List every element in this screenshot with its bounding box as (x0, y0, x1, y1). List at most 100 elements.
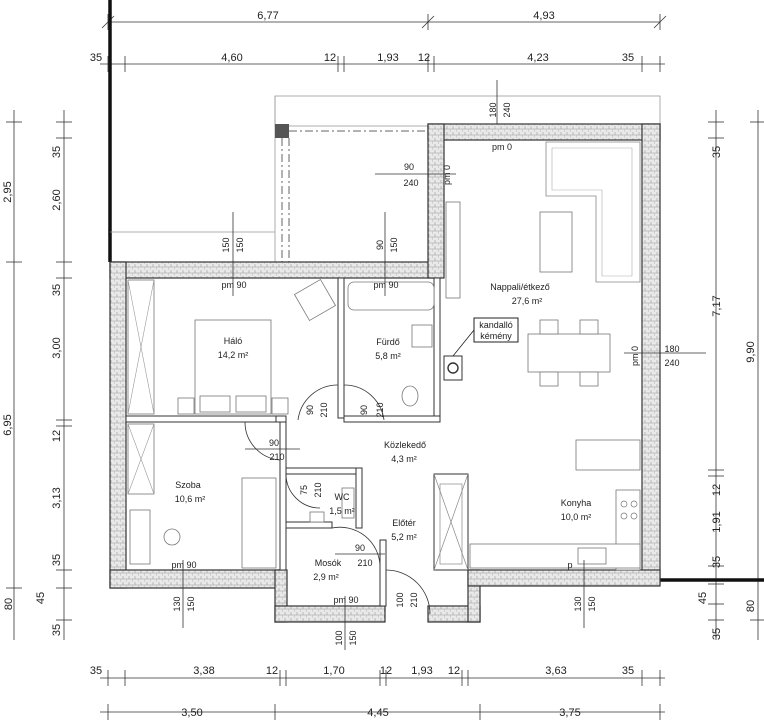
w-halo-w: 150 (221, 237, 231, 252)
w-furdo-pm: pm 90 (373, 280, 398, 290)
doors (244, 384, 431, 615)
w-furdo-w: 90 (375, 240, 385, 250)
dim-bottom-outer-1: 3,50 (181, 707, 202, 719)
w-konyha-h: 150 (587, 596, 597, 611)
dim-right-inner-7: 35 (711, 628, 723, 640)
dim-left-inner-2: 2,60 (51, 189, 63, 210)
w-door-h: 240 (403, 178, 418, 188)
dim-top-inner-7: 35 (622, 52, 634, 64)
room-halo-area: 14,2 m² (218, 350, 249, 360)
room-halo-name: Háló (224, 336, 243, 346)
dim-top-inner-4: 1,93 (377, 52, 398, 64)
dim-top-outer-1: 6,77 (257, 10, 278, 22)
room-konyha-area: 10,0 m² (561, 512, 592, 522)
d-szoba-h: 210 (269, 452, 284, 462)
dim-left-inner-4: 3,00 (51, 337, 63, 358)
inner-walls (125, 277, 469, 607)
dim-left-inner-9: 45 (35, 592, 47, 604)
d-wc-h: 210 (313, 482, 323, 497)
room-mosok-area: 2,9 m² (313, 572, 339, 582)
chimney-label-2: kémény (480, 331, 512, 341)
dim-left-inner-3: 35 (51, 284, 63, 296)
room-szoba-area: 10,6 m² (175, 494, 206, 504)
w-halo-pm: pm 90 (221, 280, 246, 290)
outer-walls (109, 123, 661, 623)
w-szoba-h: 150 (186, 596, 196, 611)
room-szoba-name: Szoba (175, 480, 201, 490)
d-halo-w: 90 (305, 405, 315, 415)
room-mosok-name: Mosók (315, 558, 342, 568)
w-szoba-w: 130 (172, 596, 182, 611)
dim-bottom-inner-7: 12 (448, 665, 460, 677)
room-eloter-name: Előtér (392, 518, 416, 528)
w-top-h: 240 (502, 102, 512, 117)
w-right-pm: pm 0 (630, 346, 640, 366)
room-furdo-area: 5,8 m² (375, 351, 401, 361)
d-entry-w: 100 (395, 592, 405, 607)
d-mosok-w: 90 (355, 543, 365, 553)
dim-top-inner-2: 4,60 (221, 52, 242, 64)
room-kozlekedo-name: Közlekedő (384, 440, 426, 450)
d-entry-h: 210 (409, 592, 419, 607)
dim-top-inner-1: 35 (90, 52, 102, 64)
dim-bottom-inner-4: 1,70 (323, 665, 344, 677)
dim-bottom-inner-1: 35 (90, 665, 102, 677)
d-halo-h: 210 (319, 402, 329, 417)
dim-bottom-inner-5: 12 (380, 665, 392, 677)
dim-right-outer-1: 9,90 (745, 341, 757, 362)
room-wc-name: WC (335, 492, 350, 502)
dim-bottom-inner-8: 3,63 (545, 665, 566, 677)
room-eloter-area: 5,2 m² (391, 532, 417, 542)
room-furdo-name: Fürdő (376, 337, 400, 347)
room-konyha-name: Konyha (561, 498, 592, 508)
dim-right-inner-2: 7,17 (711, 295, 723, 316)
dim-top-inner-5: 12 (418, 52, 430, 64)
w-door-pm: pm 0 (442, 165, 452, 185)
dim-right-inner-8: 80 (745, 600, 757, 612)
room-kozlekedo-area: 4,3 m² (391, 454, 417, 464)
dim-left-inner-5: 12 (51, 430, 63, 442)
opening-tags: 180 240 pm 0 90 240 pm 0 150 150 pm 90 9… (171, 80, 706, 650)
w-konyha-pm: p (567, 560, 572, 570)
room-nappali-name: Nappali/étkező (490, 282, 550, 292)
dim-bottom-inner-3: 12 (266, 665, 278, 677)
dim-right-inner-3: 12 (711, 484, 723, 496)
d-furdo-w: 90 (359, 405, 369, 415)
dim-top-inner-3: 12 (324, 52, 336, 64)
w-top-pm: pm 0 (492, 142, 512, 152)
dim-bottom-inner-9: 35 (622, 665, 634, 677)
dim-top-inner-6: 4,23 (527, 52, 548, 64)
w-szoba-pm: pm 90 (171, 560, 196, 570)
chimney-label-1: kandalló (479, 320, 513, 330)
dimension-lines (6, 14, 764, 720)
dim-bottom-outer-3: 3,75 (559, 707, 580, 719)
w-mosok-pm: pm 90 (333, 595, 358, 605)
d-wc-w: 75 (299, 485, 309, 495)
w-halo-h: 150 (235, 237, 245, 252)
w-door-w: 90 (404, 162, 414, 172)
room-nappali-area: 27,6 m² (512, 296, 543, 306)
d-szoba-w: 90 (269, 438, 279, 448)
dim-right-inner-1: 35 (711, 146, 723, 158)
dim-right-inner-4: 1,91 (711, 511, 723, 532)
room-wc-area: 1,5 m² (329, 506, 355, 516)
dim-bottom-inner-2: 3,38 (193, 665, 214, 677)
dim-top-outer-2: 4,93 (533, 10, 554, 22)
w-mosok-h: 150 (348, 630, 358, 645)
dim-left-outer-1: 2,95 (2, 181, 14, 202)
dim-right-inner-5: 35 (711, 556, 723, 568)
dim-left-inner-7: 35 (51, 554, 63, 566)
dim-right-inner-6: 45 (697, 592, 709, 604)
w-right-w: 180 (664, 344, 679, 354)
d-furdo-h: 210 (375, 402, 385, 417)
dim-left-inner-6: 3,13 (51, 487, 63, 508)
dim-bottom-outer-2: 4,45 (367, 707, 388, 719)
w-mosok-w: 100 (334, 630, 344, 645)
dim-left-outer-2: 6,95 (2, 414, 14, 435)
w-furdo-h: 150 (389, 237, 399, 252)
dim-left-inner-1: 35 (51, 146, 63, 158)
w-right-h: 240 (664, 358, 679, 368)
d-mosok-h: 210 (357, 558, 372, 568)
w-top-w: 180 (488, 102, 498, 117)
